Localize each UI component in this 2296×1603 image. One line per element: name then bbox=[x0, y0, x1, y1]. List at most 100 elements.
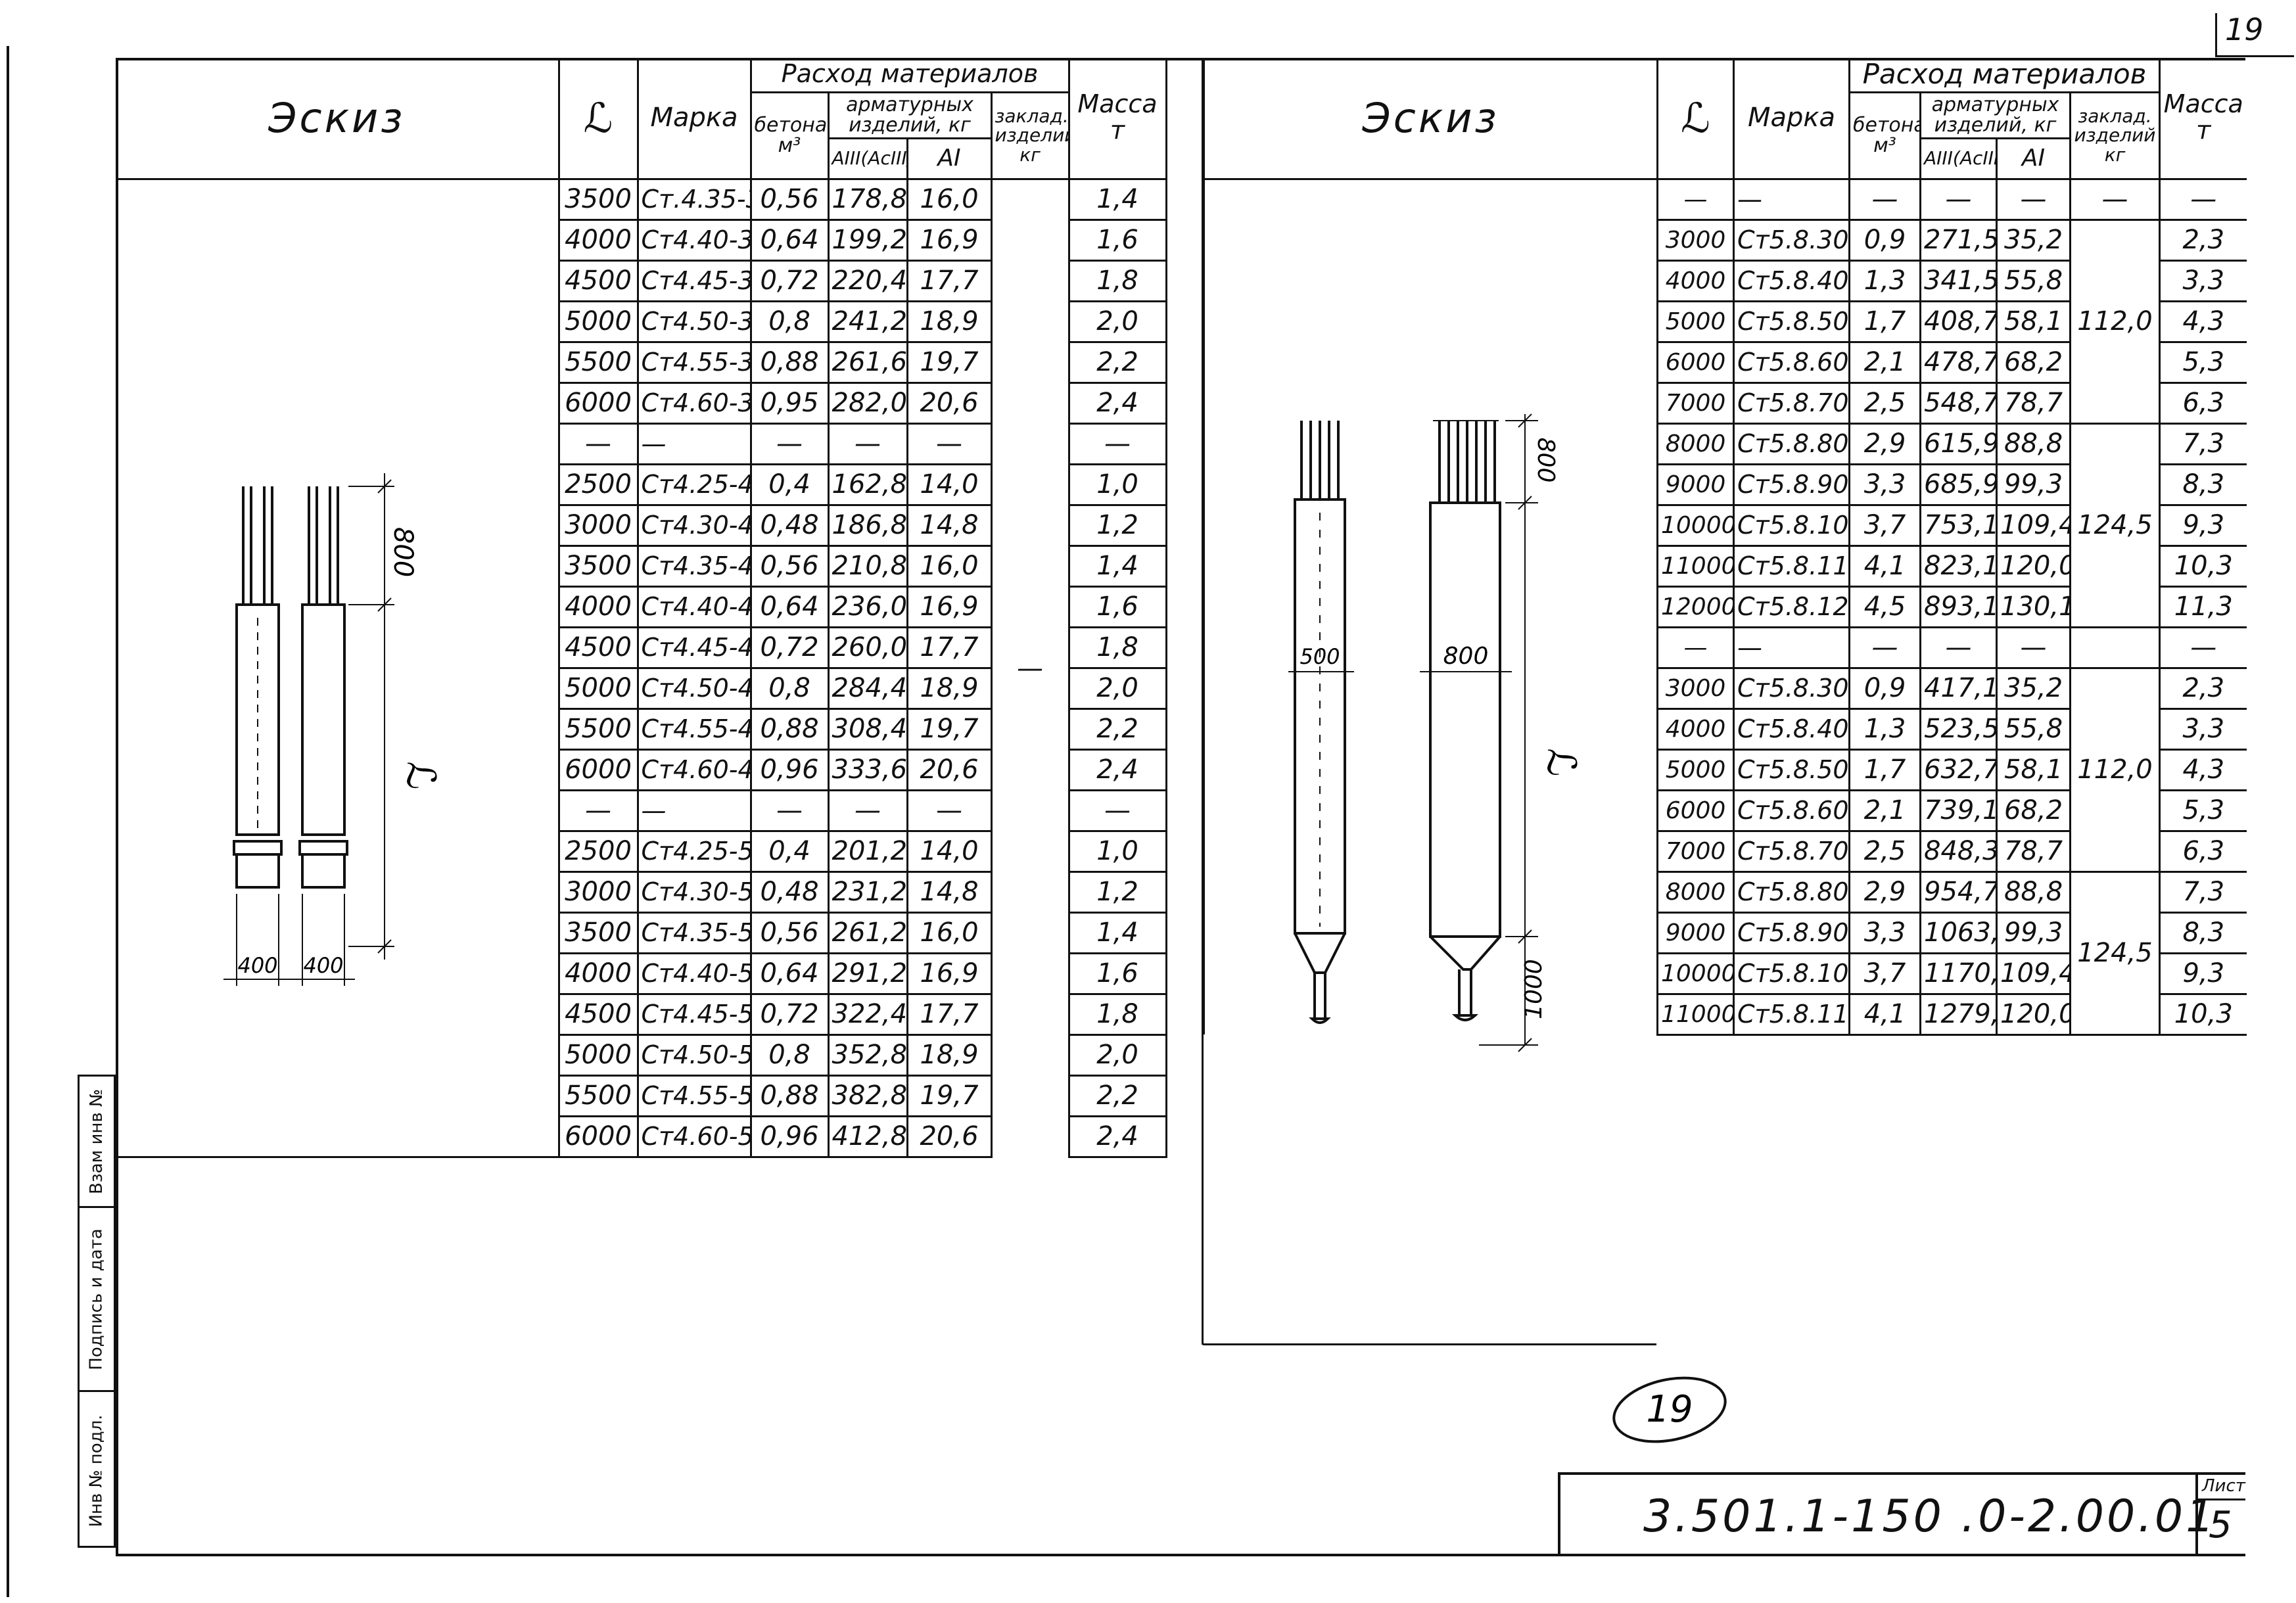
cell-a3: 548,7 bbox=[1919, 381, 1998, 425]
embedded-group-cell: 124,5 bbox=[2069, 870, 2161, 1036]
cell-b: 0,64 bbox=[749, 952, 830, 995]
cell-a1: 88,8 bbox=[1996, 870, 2071, 914]
cell-mark: Ст5.8.80-2 bbox=[1733, 870, 1850, 914]
cell-mark: Ст4.30-4 bbox=[636, 503, 752, 547]
cell-a3: — bbox=[827, 422, 908, 465]
cell-mass: 7,3 bbox=[2159, 870, 2247, 914]
cell-mass: 7,3 bbox=[2159, 422, 2247, 465]
cell-L: 10000 bbox=[1656, 952, 1735, 995]
cell-a1: 18,9 bbox=[906, 1033, 993, 1077]
cell-mark: Ст4.35-5 bbox=[636, 911, 752, 954]
embedded-group-cell: 112,0 bbox=[2069, 218, 2161, 425]
cell-a1: 109,4 bbox=[1996, 952, 2071, 995]
cell-a1: 68,2 bbox=[1996, 340, 2071, 384]
cell-a1: 14,0 bbox=[906, 463, 993, 506]
length-header: ℒ bbox=[1656, 58, 1735, 180]
cell-b: — bbox=[1848, 177, 1921, 221]
cell-b: 2,5 bbox=[1848, 829, 1921, 873]
cell-L: 5500 bbox=[557, 340, 639, 384]
cell-mass: 1,0 bbox=[1067, 463, 1167, 506]
rebar-a3-header: AIII(AcIII) bbox=[827, 137, 908, 180]
cell-b: 4,1 bbox=[1848, 992, 1921, 1036]
cell-b: 0,72 bbox=[749, 626, 830, 669]
cell-L: 3500 bbox=[557, 544, 639, 588]
cell-a3: 199,2 bbox=[827, 218, 908, 262]
cell-mass: 6,3 bbox=[2159, 381, 2247, 425]
cell-L: 2500 bbox=[557, 829, 639, 873]
stamp-inv-original: Инв № подл. bbox=[87, 1414, 107, 1527]
cell-mark: Ст4.60-5 bbox=[636, 1115, 752, 1158]
circle-mark: 19 bbox=[1612, 1376, 1727, 1443]
cell-a3: 261,6 bbox=[827, 340, 908, 384]
cell-a3: 282,0 bbox=[827, 381, 908, 425]
cell-b: 0,56 bbox=[749, 544, 830, 588]
page-number-tick bbox=[2215, 13, 2217, 55]
cell-L: 10000 bbox=[1656, 503, 1735, 547]
cell-embedded bbox=[2069, 627, 2161, 668]
cell-L: — bbox=[557, 789, 639, 832]
table-row: —————— bbox=[1204, 626, 2247, 669]
cell-b: 0,9 bbox=[1848, 666, 1921, 710]
cell-b: 0,64 bbox=[749, 218, 830, 262]
cell-a1: 88,8 bbox=[1996, 422, 2071, 465]
cell-b: 1,7 bbox=[1848, 748, 1921, 791]
cell-a1: 17,7 bbox=[906, 992, 993, 1036]
embedded-group-cell: 124,5 bbox=[2069, 422, 2161, 628]
cell-L: 4500 bbox=[557, 626, 639, 669]
cell-L: 6000 bbox=[557, 748, 639, 791]
cell-mark: Ст4.35-4 bbox=[636, 544, 752, 588]
cell-mass: 1,4 bbox=[1067, 911, 1167, 954]
cell-a1: 14,0 bbox=[906, 829, 993, 873]
cell-mark: Ст5.8.80-1 bbox=[1733, 422, 1850, 465]
cell-mark: Ст5.8.70-2 bbox=[1733, 829, 1850, 873]
cell-a3: — bbox=[1919, 177, 1998, 221]
cell-mass: 5,3 bbox=[2159, 340, 2247, 384]
sketch-header: Эскиз bbox=[116, 58, 560, 180]
cell-b: 0,48 bbox=[749, 503, 830, 547]
cell-L: 4000 bbox=[557, 585, 639, 628]
cell-a1: 18,9 bbox=[906, 300, 993, 343]
cell-mass: 5,3 bbox=[2159, 789, 2247, 832]
cell-L: 12000 bbox=[1656, 585, 1735, 628]
cell-mass: 1,8 bbox=[1067, 626, 1167, 669]
mark-header: Марка bbox=[636, 58, 752, 180]
right-frame-left bbox=[1202, 58, 1204, 1345]
cell-mass: 4,3 bbox=[2159, 300, 2247, 343]
cell-a3: 220,4 bbox=[827, 259, 908, 302]
cell-a1: 16,0 bbox=[906, 177, 993, 221]
cell-a1: 78,7 bbox=[1996, 381, 2071, 425]
cell-L: 4000 bbox=[557, 952, 639, 995]
cell-b: 3,3 bbox=[1848, 911, 1921, 954]
page-number: 19 bbox=[2225, 12, 2264, 47]
cell-mass: 4,3 bbox=[2159, 748, 2247, 791]
cell-mark: Ст4.25-5 bbox=[636, 829, 752, 873]
cell-b: — bbox=[749, 789, 830, 832]
cell-mass: — bbox=[2159, 177, 2247, 221]
table-row: ——————— bbox=[1203, 177, 2247, 1034]
cell-mark: — bbox=[1733, 177, 1850, 221]
cell-a3: 408,7 bbox=[1919, 300, 1998, 343]
cell-mark: Ст5.8.50-2 bbox=[1733, 748, 1850, 791]
cell-L: 5000 bbox=[557, 666, 639, 710]
cell-b: 1,3 bbox=[1848, 259, 1921, 302]
embedded-group-cell: 112,0 bbox=[2069, 666, 2161, 873]
cell-mark: Ст4.30-5 bbox=[636, 870, 752, 914]
right-dim-800-top: 800 bbox=[1532, 438, 1559, 483]
cell-a1: 16,9 bbox=[906, 585, 993, 628]
cell-b: 0,8 bbox=[749, 666, 830, 710]
right-column-sketch: 500 800 800 ℒ 1000 bbox=[1288, 413, 1584, 1052]
circle-mark-text: 19 bbox=[1646, 1388, 1693, 1431]
cell-mass: 2,3 bbox=[2159, 218, 2247, 262]
cell-mark: Ст4.55-5 bbox=[636, 1074, 752, 1117]
